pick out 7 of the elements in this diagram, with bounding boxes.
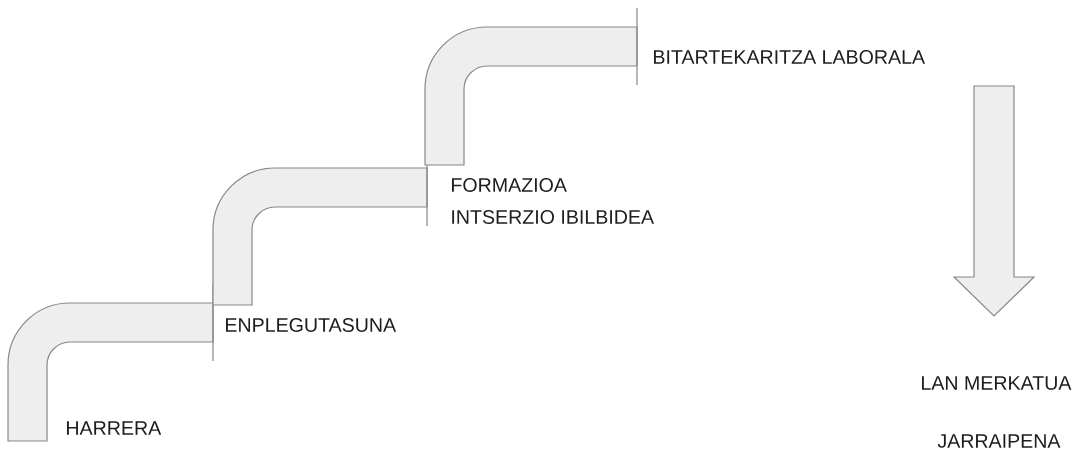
step-label: FORMAZIOA INTSERZIO IBILBIDEA xyxy=(452,178,655,224)
step-label: JARRAIPENA xyxy=(937,434,1061,448)
step-label: LAN MERKATUA xyxy=(922,376,1072,390)
step-label: ENPLEGUTASUNA xyxy=(226,318,397,332)
step-label: BITARTEKARITZA LABORALA xyxy=(654,50,926,64)
step-label: HARRERA xyxy=(67,421,162,435)
block-arrow xyxy=(952,85,1036,317)
